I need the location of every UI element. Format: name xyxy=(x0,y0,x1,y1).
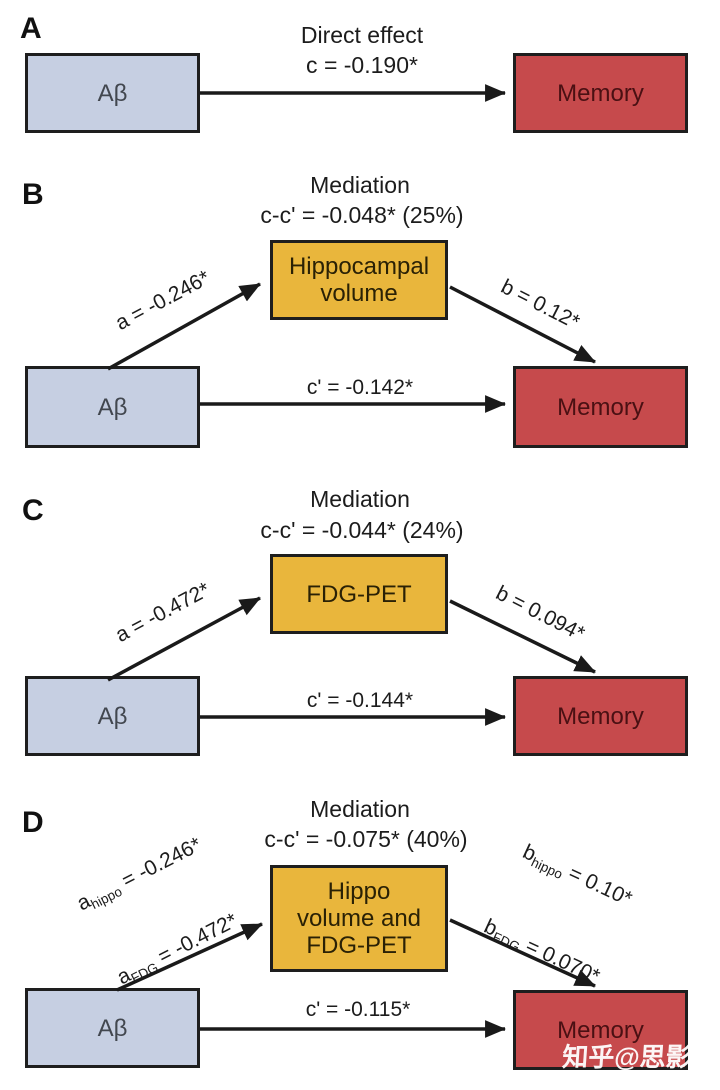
panel-d-path-b-arrow xyxy=(449,918,596,988)
watermark: 知乎@思影 知乎@思影 xyxy=(561,1040,720,1090)
panel-d-path-a-line1: ahippo = -0.246* xyxy=(73,833,206,916)
panel-c-letter: C xyxy=(22,494,44,527)
panel-d-letter: D xyxy=(22,806,44,839)
panel-a-predictor-label: Aβ xyxy=(97,79,128,107)
panel-b-path-a-arrow xyxy=(107,282,261,371)
panel-d-outcome-box: Memory xyxy=(513,990,688,1070)
panel-d-mediator-box: Hippo volume and FDG-PET xyxy=(270,865,448,972)
panel-d-mediator-line1: Hippo xyxy=(327,878,391,905)
panel-a-title: Direct effect xyxy=(300,22,424,48)
panel-c-c-prime-label: c' = -0.144* xyxy=(306,689,414,712)
panel-d-coefficient: c-c' = -0.075* (40%) xyxy=(264,826,468,852)
panel-b-letter: B xyxy=(22,178,44,211)
panel-b-path-b-arrow xyxy=(449,285,596,364)
panel-b-coefficient: c-c' = -0.048* (25%) xyxy=(260,202,464,228)
panel-a-outcome-box: Memory xyxy=(513,53,688,133)
panel-d-path-a-arrow xyxy=(116,922,263,992)
panel-b-outcome-label: Memory xyxy=(557,393,644,421)
panel-b-mediator-line1: Hippocampal xyxy=(288,253,430,280)
panel-d-mediator-line3: FDG-PET xyxy=(306,932,412,959)
panel-c-outcome-box: Memory xyxy=(513,676,688,756)
panel-a-outcome-label: Memory xyxy=(557,79,644,107)
panel-c-path-b-arrow xyxy=(449,599,596,674)
panel-b-outcome-box: Memory xyxy=(513,366,688,448)
panel-b-mediator-box: Hippocampal volume xyxy=(270,240,448,320)
panel-c-coefficient: c-c' = -0.044* (24%) xyxy=(260,517,464,543)
panel-c-outcome-label: Memory xyxy=(557,702,644,730)
panel-d-path-b-line1: bhippo = 0.10* xyxy=(519,840,636,911)
panel-c-predictor-box: Aβ xyxy=(25,676,200,756)
panel-c-path-a-arrow xyxy=(107,596,261,682)
panel-b-predictor-label: Aβ xyxy=(97,393,128,421)
panel-d-predictor-label: Aβ xyxy=(97,1014,128,1042)
panel-a-coefficient: c = -0.190* xyxy=(306,52,418,78)
panel-d-outcome-label: Memory xyxy=(557,1016,644,1044)
panel-b-mediator-line2: volume xyxy=(320,280,398,307)
panel-b-predictor-box: Aβ xyxy=(25,366,200,448)
panel-c-title: Mediation xyxy=(310,486,410,512)
panel-c-mediator-line1: FDG-PET xyxy=(306,580,412,608)
panel-c-predictor-label: Aβ xyxy=(97,702,128,730)
panel-d-path-a-line2: aFDG = -0.472* xyxy=(113,909,242,990)
panel-d-path-b-line2: bFDG = 0.070* xyxy=(480,915,604,989)
panel-d-predictor-box: Aβ xyxy=(25,988,200,1068)
watermark-ghost: 知乎@思影 xyxy=(561,1042,693,1072)
panel-a-letter: A xyxy=(20,12,42,45)
panel-d-mediator-line2: volume and xyxy=(296,905,422,932)
panel-a-predictor-box: Aβ xyxy=(25,53,200,133)
panel-c-mediator-box: FDG-PET xyxy=(270,554,448,634)
panel-b-c-prime-label: c' = -0.142* xyxy=(306,376,414,399)
panel-b-title: Mediation xyxy=(310,172,410,198)
panel-d-c-prime-label: c' = -0.115* xyxy=(305,998,411,1021)
panel-d-title: Mediation xyxy=(310,796,410,822)
